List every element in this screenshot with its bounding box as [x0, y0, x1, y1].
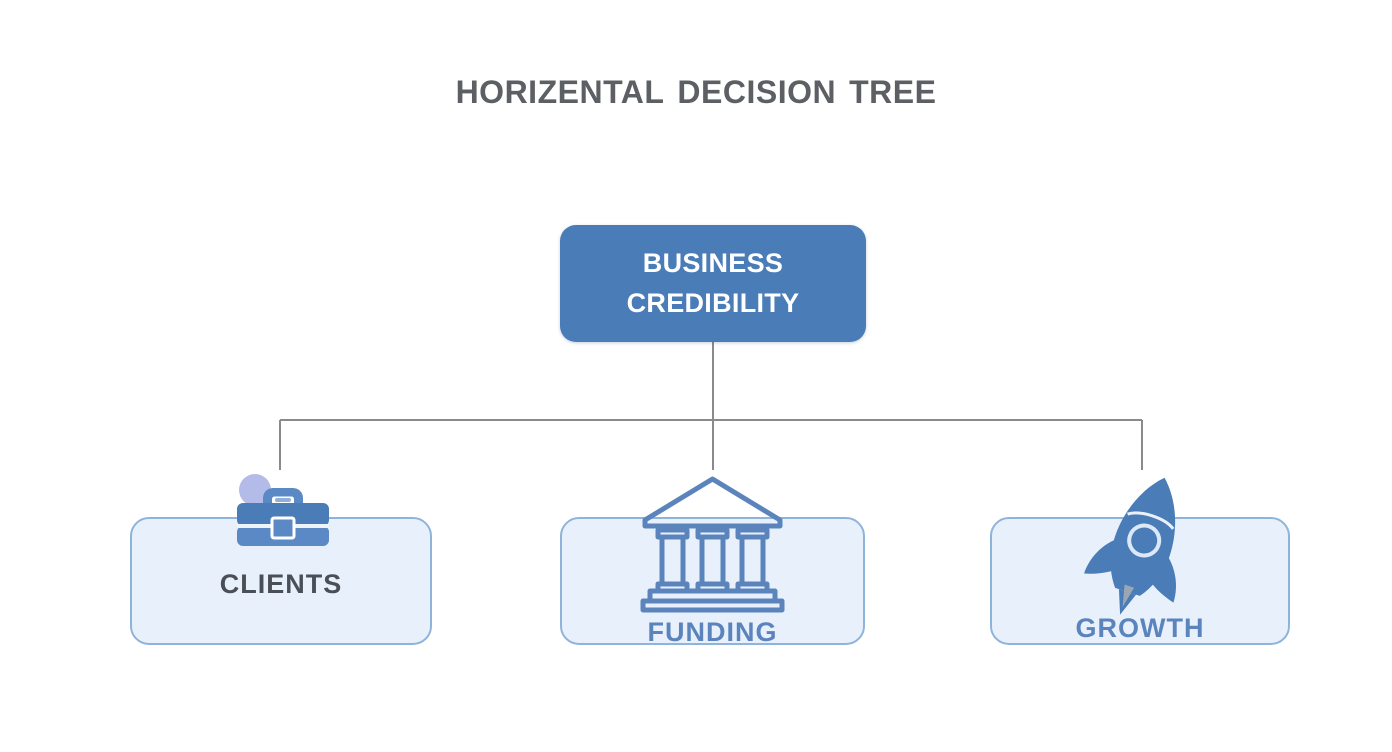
- root-node-label: BUSINESS CREDIBILITY: [626, 247, 800, 318]
- page-title: Horizental Decision Tree: [455, 62, 937, 113]
- rocket-icon: [1084, 477, 1176, 615]
- leaf-label-funding: FUNDING: [647, 617, 778, 647]
- briefcase-icon: [237, 474, 329, 546]
- leaf-label-growth: GROWTH: [1075, 613, 1205, 643]
- root-node-business-credibility[interactable]: BUSINESS CREDIBILITY: [560, 225, 866, 342]
- leaf-label-clients: CLIENTS: [219, 569, 343, 599]
- bank-icon: [640, 476, 785, 613]
